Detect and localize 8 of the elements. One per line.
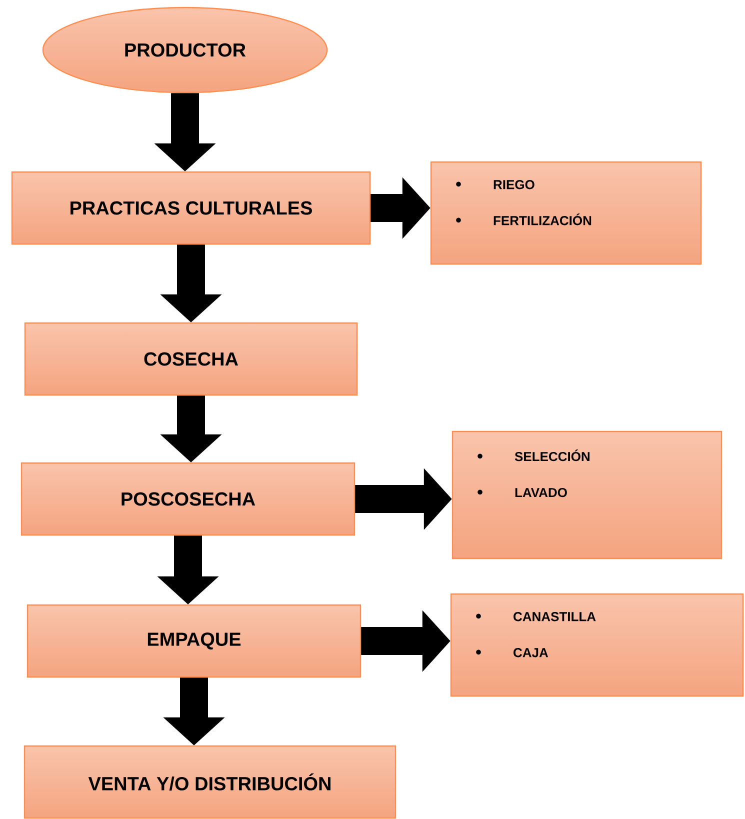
list-box: RIEGO FERTILIZACIÓN (430, 161, 702, 265)
list-box: SELECCIÓN LAVADO (452, 430, 722, 560)
process-box: COSECHA (24, 322, 358, 396)
list-box: CANASTILLA CAJA (450, 593, 744, 697)
process-box: PRACTICAS CULTURALES (11, 171, 371, 245)
process-box: VENTA Y/O DISTRIBUCIÓN (24, 745, 396, 819)
process-box: EMPAQUE (26, 604, 362, 678)
process-box: POSCOSECHA (20, 462, 356, 536)
